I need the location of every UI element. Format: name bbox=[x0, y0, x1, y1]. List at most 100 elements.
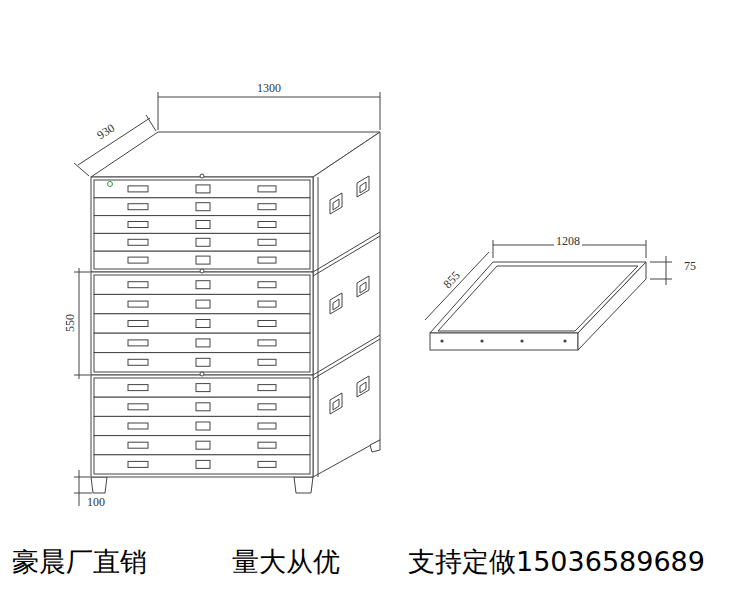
leg bbox=[91, 477, 107, 493]
module-frame bbox=[91, 375, 313, 477]
side-handle-grip bbox=[333, 299, 339, 310]
drawer-handle bbox=[258, 404, 276, 410]
extension-line bbox=[74, 163, 89, 176]
drawer-handle bbox=[128, 404, 148, 410]
label-holder bbox=[196, 281, 210, 289]
drawer bbox=[94, 314, 310, 333]
side-handle-grip bbox=[360, 182, 366, 193]
side-handle-grip bbox=[333, 399, 339, 410]
drawer bbox=[94, 455, 310, 474]
drawer bbox=[94, 416, 310, 435]
drawer bbox=[94, 397, 310, 416]
lock bbox=[200, 372, 204, 376]
drawer bbox=[94, 294, 310, 313]
drawer-handle bbox=[258, 340, 276, 346]
extension-line bbox=[146, 115, 156, 131]
module-seam bbox=[313, 339, 380, 379]
drawer bbox=[94, 180, 310, 198]
tray-side bbox=[578, 262, 646, 350]
hole bbox=[563, 339, 566, 342]
drawer-handle bbox=[258, 359, 276, 365]
drawer bbox=[94, 251, 310, 269]
drawer-handle bbox=[128, 186, 148, 192]
label-holder bbox=[196, 384, 210, 392]
drawer-handle bbox=[128, 461, 148, 467]
side-handle-grip bbox=[360, 382, 366, 393]
drawer-handle bbox=[128, 359, 148, 365]
side-handle bbox=[330, 393, 342, 414]
slogan-text: 豪晨厂直销 bbox=[12, 546, 147, 578]
dimension-line bbox=[158, 97, 380, 98]
dimension-line bbox=[425, 252, 489, 320]
label-holder bbox=[196, 441, 210, 449]
drawer-handle bbox=[128, 282, 148, 288]
label-holder bbox=[196, 403, 210, 411]
side-handle bbox=[357, 376, 369, 397]
cabinet-side bbox=[313, 132, 380, 477]
drawer bbox=[94, 233, 310, 251]
drawer-handle bbox=[128, 222, 148, 228]
label-holder bbox=[196, 300, 210, 308]
side-handle-group bbox=[330, 176, 369, 414]
drawer-handle bbox=[128, 239, 148, 245]
hole bbox=[440, 339, 443, 342]
label-holder bbox=[196, 238, 210, 246]
dimension-label: 100 bbox=[85, 496, 107, 509]
badge bbox=[108, 182, 113, 187]
label-holder bbox=[196, 256, 210, 264]
extension-line bbox=[74, 375, 90, 376]
lock bbox=[200, 174, 204, 178]
drawer-handle bbox=[258, 282, 276, 288]
leg bbox=[294, 477, 313, 493]
label-holder bbox=[196, 320, 210, 328]
label-holder bbox=[196, 358, 210, 366]
tray-holes bbox=[440, 339, 566, 342]
drawer-handle bbox=[128, 257, 148, 263]
extension-line bbox=[650, 262, 672, 263]
extension-line bbox=[74, 493, 92, 494]
dimension-label: 550 bbox=[64, 312, 77, 334]
side-handle-grip bbox=[360, 282, 366, 293]
slogan-text: 量大从优 bbox=[232, 546, 340, 578]
drawer bbox=[94, 436, 310, 455]
dimension-line bbox=[666, 256, 667, 285]
drawer-handle bbox=[258, 257, 276, 263]
extension-line bbox=[646, 240, 647, 258]
drawer-handle bbox=[258, 239, 276, 245]
drawer bbox=[94, 216, 310, 234]
dimension-label: 75 bbox=[682, 260, 698, 273]
label-holder bbox=[196, 339, 210, 347]
side-handle bbox=[357, 276, 369, 297]
drawer-handle bbox=[258, 461, 276, 467]
module-seam bbox=[313, 335, 380, 375]
drawer-handle bbox=[258, 222, 276, 228]
drawer bbox=[94, 378, 310, 397]
dimension-line bbox=[79, 470, 80, 506]
drawer-handle bbox=[128, 423, 148, 429]
module-seam bbox=[313, 232, 380, 272]
module-frame bbox=[91, 272, 313, 375]
drawer-handle bbox=[128, 301, 148, 307]
side-handle bbox=[330, 193, 342, 214]
drawer-handle bbox=[128, 321, 148, 327]
tray-inner-lip bbox=[438, 266, 638, 331]
extension-line bbox=[380, 92, 381, 130]
module-seam bbox=[313, 236, 380, 276]
side-handle-grip bbox=[333, 199, 339, 210]
drawer-handle bbox=[258, 442, 276, 448]
leg bbox=[370, 440, 380, 452]
label-holder bbox=[196, 422, 210, 430]
drawer bbox=[94, 275, 310, 294]
contact-text: 支持定做15036589689 bbox=[408, 546, 705, 578]
drawer-handle bbox=[128, 385, 148, 391]
module-frame bbox=[91, 177, 313, 272]
extension-line bbox=[493, 240, 494, 258]
side-handle bbox=[357, 176, 369, 197]
extension-line bbox=[74, 477, 90, 478]
dimension-line bbox=[78, 118, 150, 165]
extension-line bbox=[74, 272, 90, 273]
drawer-handle bbox=[258, 423, 276, 429]
hole bbox=[520, 339, 523, 342]
drawer-handle bbox=[128, 442, 148, 448]
